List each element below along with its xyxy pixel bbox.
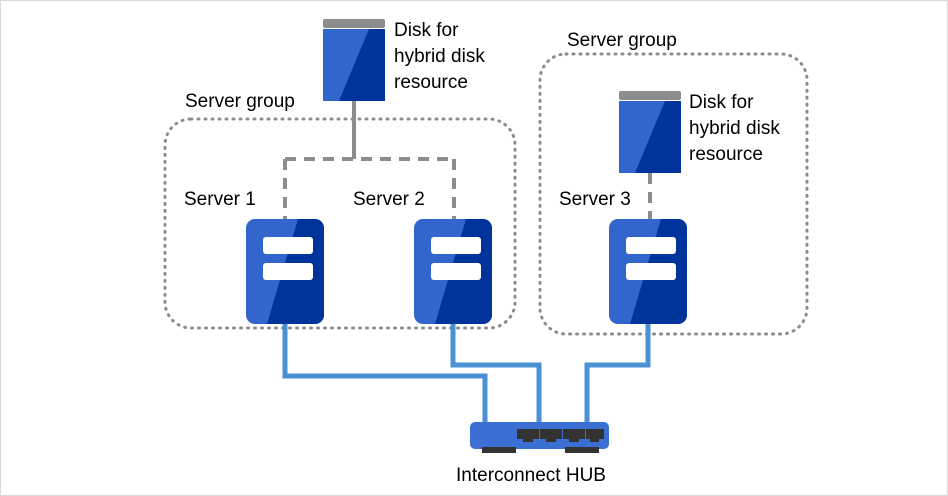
disk-shared-label-line1: Disk for [394, 20, 459, 41]
interconnect-hub-label: Interconnect HUB [456, 465, 606, 486]
network-line-server1 [282, 324, 488, 423]
disk-shared-label-line2: hybrid disk [394, 46, 485, 67]
hub-icon [470, 422, 609, 453]
disk-right-label-line1: Disk for [689, 92, 754, 113]
server-icon-1 [246, 219, 324, 324]
server-icon-2 [414, 219, 492, 324]
server-2-label: Server 2 [353, 189, 425, 210]
hub-ports [517, 429, 604, 442]
disk-right-label-line3: resource [689, 144, 763, 165]
server-icon-3 [609, 219, 687, 324]
disk-icon-shared [323, 19, 385, 101]
disk-icon-right [619, 91, 681, 173]
network-line-server3 [584, 324, 651, 423]
disk-shared-label-line3: resource [394, 72, 468, 93]
server-group-right-label: Server group [567, 30, 677, 51]
server-3-label: Server 3 [559, 189, 631, 210]
server-group-left-box [163, 117, 517, 330]
network-line-server2 [450, 324, 542, 423]
disk-shared-label-block: Disk for hybrid disk resource [394, 18, 485, 96]
server-group-right-box [538, 52, 809, 336]
server-group-left-label: Server group [185, 91, 295, 112]
disk-right-label-line2: hybrid disk [689, 118, 780, 139]
disk-right-label-block: Disk for hybrid disk resource [689, 90, 780, 168]
server-1-label: Server 1 [184, 189, 256, 210]
